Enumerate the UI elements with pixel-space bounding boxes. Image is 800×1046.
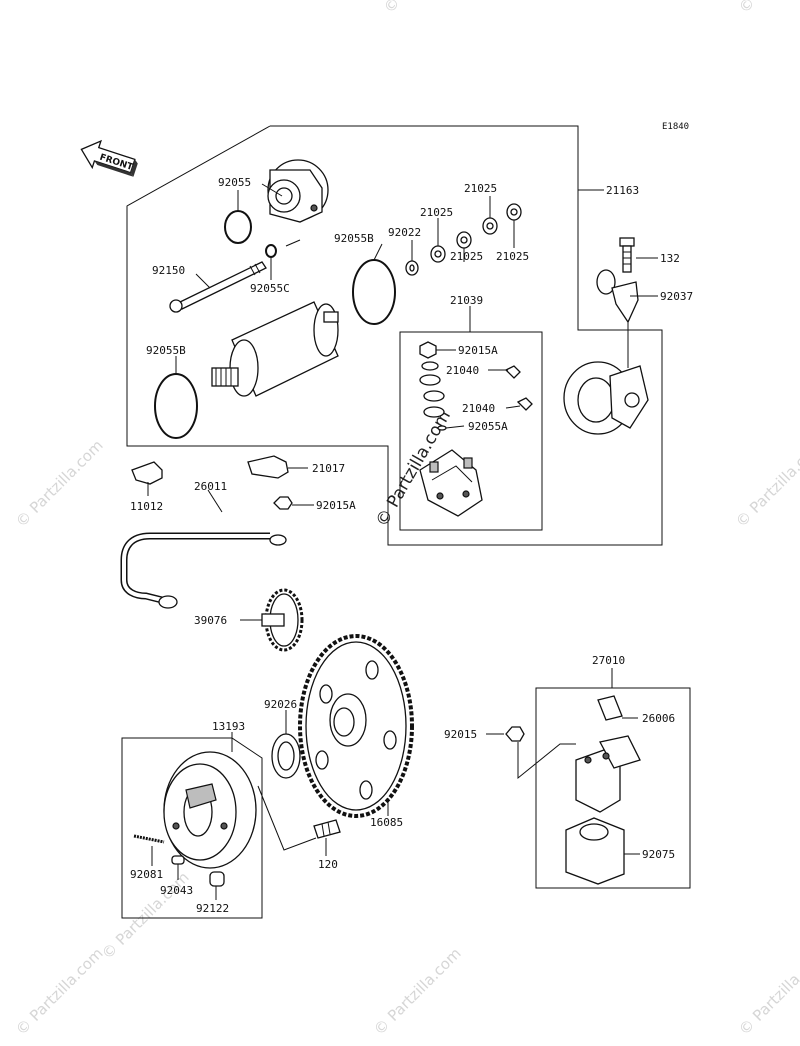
part-labels: 21163 92055 21025 21025 92055B 92022 210… [130, 176, 693, 915]
watermarks: © Partzilla.com © Partzilla.com © Partzi… [12, 0, 800, 1039]
one-way-clutch-13193 [163, 751, 257, 869]
idle-gear-39076 [261, 588, 304, 652]
terminal-boot-11012 [131, 461, 163, 485]
part-label-16085[interactable]: 16085 [370, 816, 403, 829]
watermark-text: © Partzilla.com [735, 944, 800, 1039]
watermark-text: © Partzilla.com [12, 944, 107, 1039]
starter-gear-16085 [298, 634, 414, 818]
watermark-bottom-center: © Partzilla.com [370, 944, 465, 1039]
group-outlines [121, 125, 691, 919]
washer-92026 [271, 733, 301, 779]
o-ring-92055B-lower [154, 373, 198, 439]
starter-clutch-outline [121, 737, 263, 919]
part-label-21039[interactable]: 21039 [450, 294, 483, 307]
o-rings [154, 210, 396, 439]
part-label-92055A[interactable]: 92055A [468, 420, 508, 433]
part-label-92081[interactable]: 92081 [130, 868, 163, 881]
part-label-39076[interactable]: 39076 [194, 614, 227, 627]
front-arrow-icon: FRONT [80, 139, 138, 177]
bolt-120 [313, 819, 341, 839]
o-ring-92055 [224, 210, 252, 244]
brush-holder-outline [399, 331, 543, 531]
bracket-92037 [596, 269, 639, 324]
part-label-21040-lower[interactable]: 21040 [462, 402, 495, 415]
watermark-top-center: © Partzilla.com [380, 0, 475, 17]
starter-motor-body [211, 301, 339, 397]
part-label-21025-right[interactable]: 21025 [496, 250, 529, 263]
watermark-bottom-right: © Partzilla.com [735, 944, 800, 1039]
part-label-92122[interactable]: 92122 [196, 902, 229, 915]
watermark-low-left: © Partzilla.com [98, 868, 193, 963]
relay-cover-92075 [565, 817, 625, 885]
nut-92015A [273, 496, 293, 510]
starter-end-cover [267, 159, 329, 223]
part-label-92043[interactable]: 92043 [160, 884, 193, 897]
watermark-text: © Partzilla.com [735, 0, 800, 17]
mounting-bolt [619, 237, 635, 273]
part-label-92015A-mid[interactable]: 92015A [316, 499, 356, 512]
diagram-code: E1840 [662, 122, 689, 132]
part-label-92055B-lower[interactable]: 92055B [146, 344, 186, 357]
starter-front-cover [563, 361, 649, 435]
part-label-92055[interactable]: 92055 [218, 176, 251, 189]
part-label-92037[interactable]: 92037 [660, 290, 693, 303]
watermark-mid-left: © Partzilla.com [12, 436, 107, 531]
terminal-boot-21017 [247, 455, 289, 479]
watermark-text: © Partzilla.com [380, 0, 475, 17]
part-label-92015A-top[interactable]: 92015A [458, 344, 498, 357]
part-label-21017[interactable]: 21017 [312, 462, 345, 475]
washers [405, 203, 522, 276]
part-label-26006[interactable]: 26006 [642, 712, 675, 725]
relay-outline [535, 687, 691, 889]
part-label-13193[interactable]: 13193 [212, 720, 245, 733]
part-label-132[interactable]: 132 [660, 252, 680, 265]
part-label-92150[interactable]: 92150 [152, 264, 185, 277]
clutch-springs-pins [133, 834, 225, 887]
through-bolt [169, 261, 267, 313]
part-label-21025-upper[interactable]: 21025 [420, 206, 453, 219]
brush-holder-plate [419, 449, 483, 517]
part-label-120[interactable]: 120 [318, 858, 338, 871]
watermark-text: © Partzilla.com [98, 868, 193, 963]
nut-92015 [505, 726, 525, 742]
watermark-mid-right: © Partzilla.com [732, 436, 800, 531]
leader-lines [147, 183, 658, 900]
part-label-26011[interactable]: 26011 [194, 480, 227, 493]
starter-cable-26011 [120, 532, 287, 609]
watermark-text: © Partzilla.com [732, 436, 800, 531]
part-label-92075[interactable]: 92075 [642, 848, 675, 861]
watermark-bottom-left: © Partzilla.com [12, 944, 107, 1039]
part-label-21040-upper[interactable]: 21040 [446, 364, 479, 377]
part-label-21163[interactable]: 21163 [606, 184, 639, 197]
o-ring-92055C [265, 244, 277, 258]
brush-kit-items [419, 341, 533, 431]
o-ring-92055B-upper [352, 259, 396, 325]
part-label-92026[interactable]: 92026 [264, 698, 297, 711]
part-label-92055B-upper[interactable]: 92055B [334, 232, 374, 245]
watermark-text: © Partzilla.com [12, 436, 107, 531]
part-label-92055C[interactable]: 92055C [250, 282, 290, 295]
part-label-27010[interactable]: 27010 [592, 654, 625, 667]
part-label-11012[interactable]: 11012 [130, 500, 163, 513]
part-label-21025-lower[interactable]: 21025 [450, 250, 483, 263]
watermark-top-right: © Partzilla.com [735, 0, 800, 17]
part-label-92022[interactable]: 92022 [388, 226, 421, 239]
starter-assembly-outline [126, 125, 663, 546]
starter-relay-27010 [575, 735, 641, 813]
watermark-text: © Partzilla.com [370, 944, 465, 1039]
part-label-92015[interactable]: 92015 [444, 728, 477, 741]
fuse-26006 [597, 695, 623, 721]
part-label-21025-top[interactable]: 21025 [464, 182, 497, 195]
